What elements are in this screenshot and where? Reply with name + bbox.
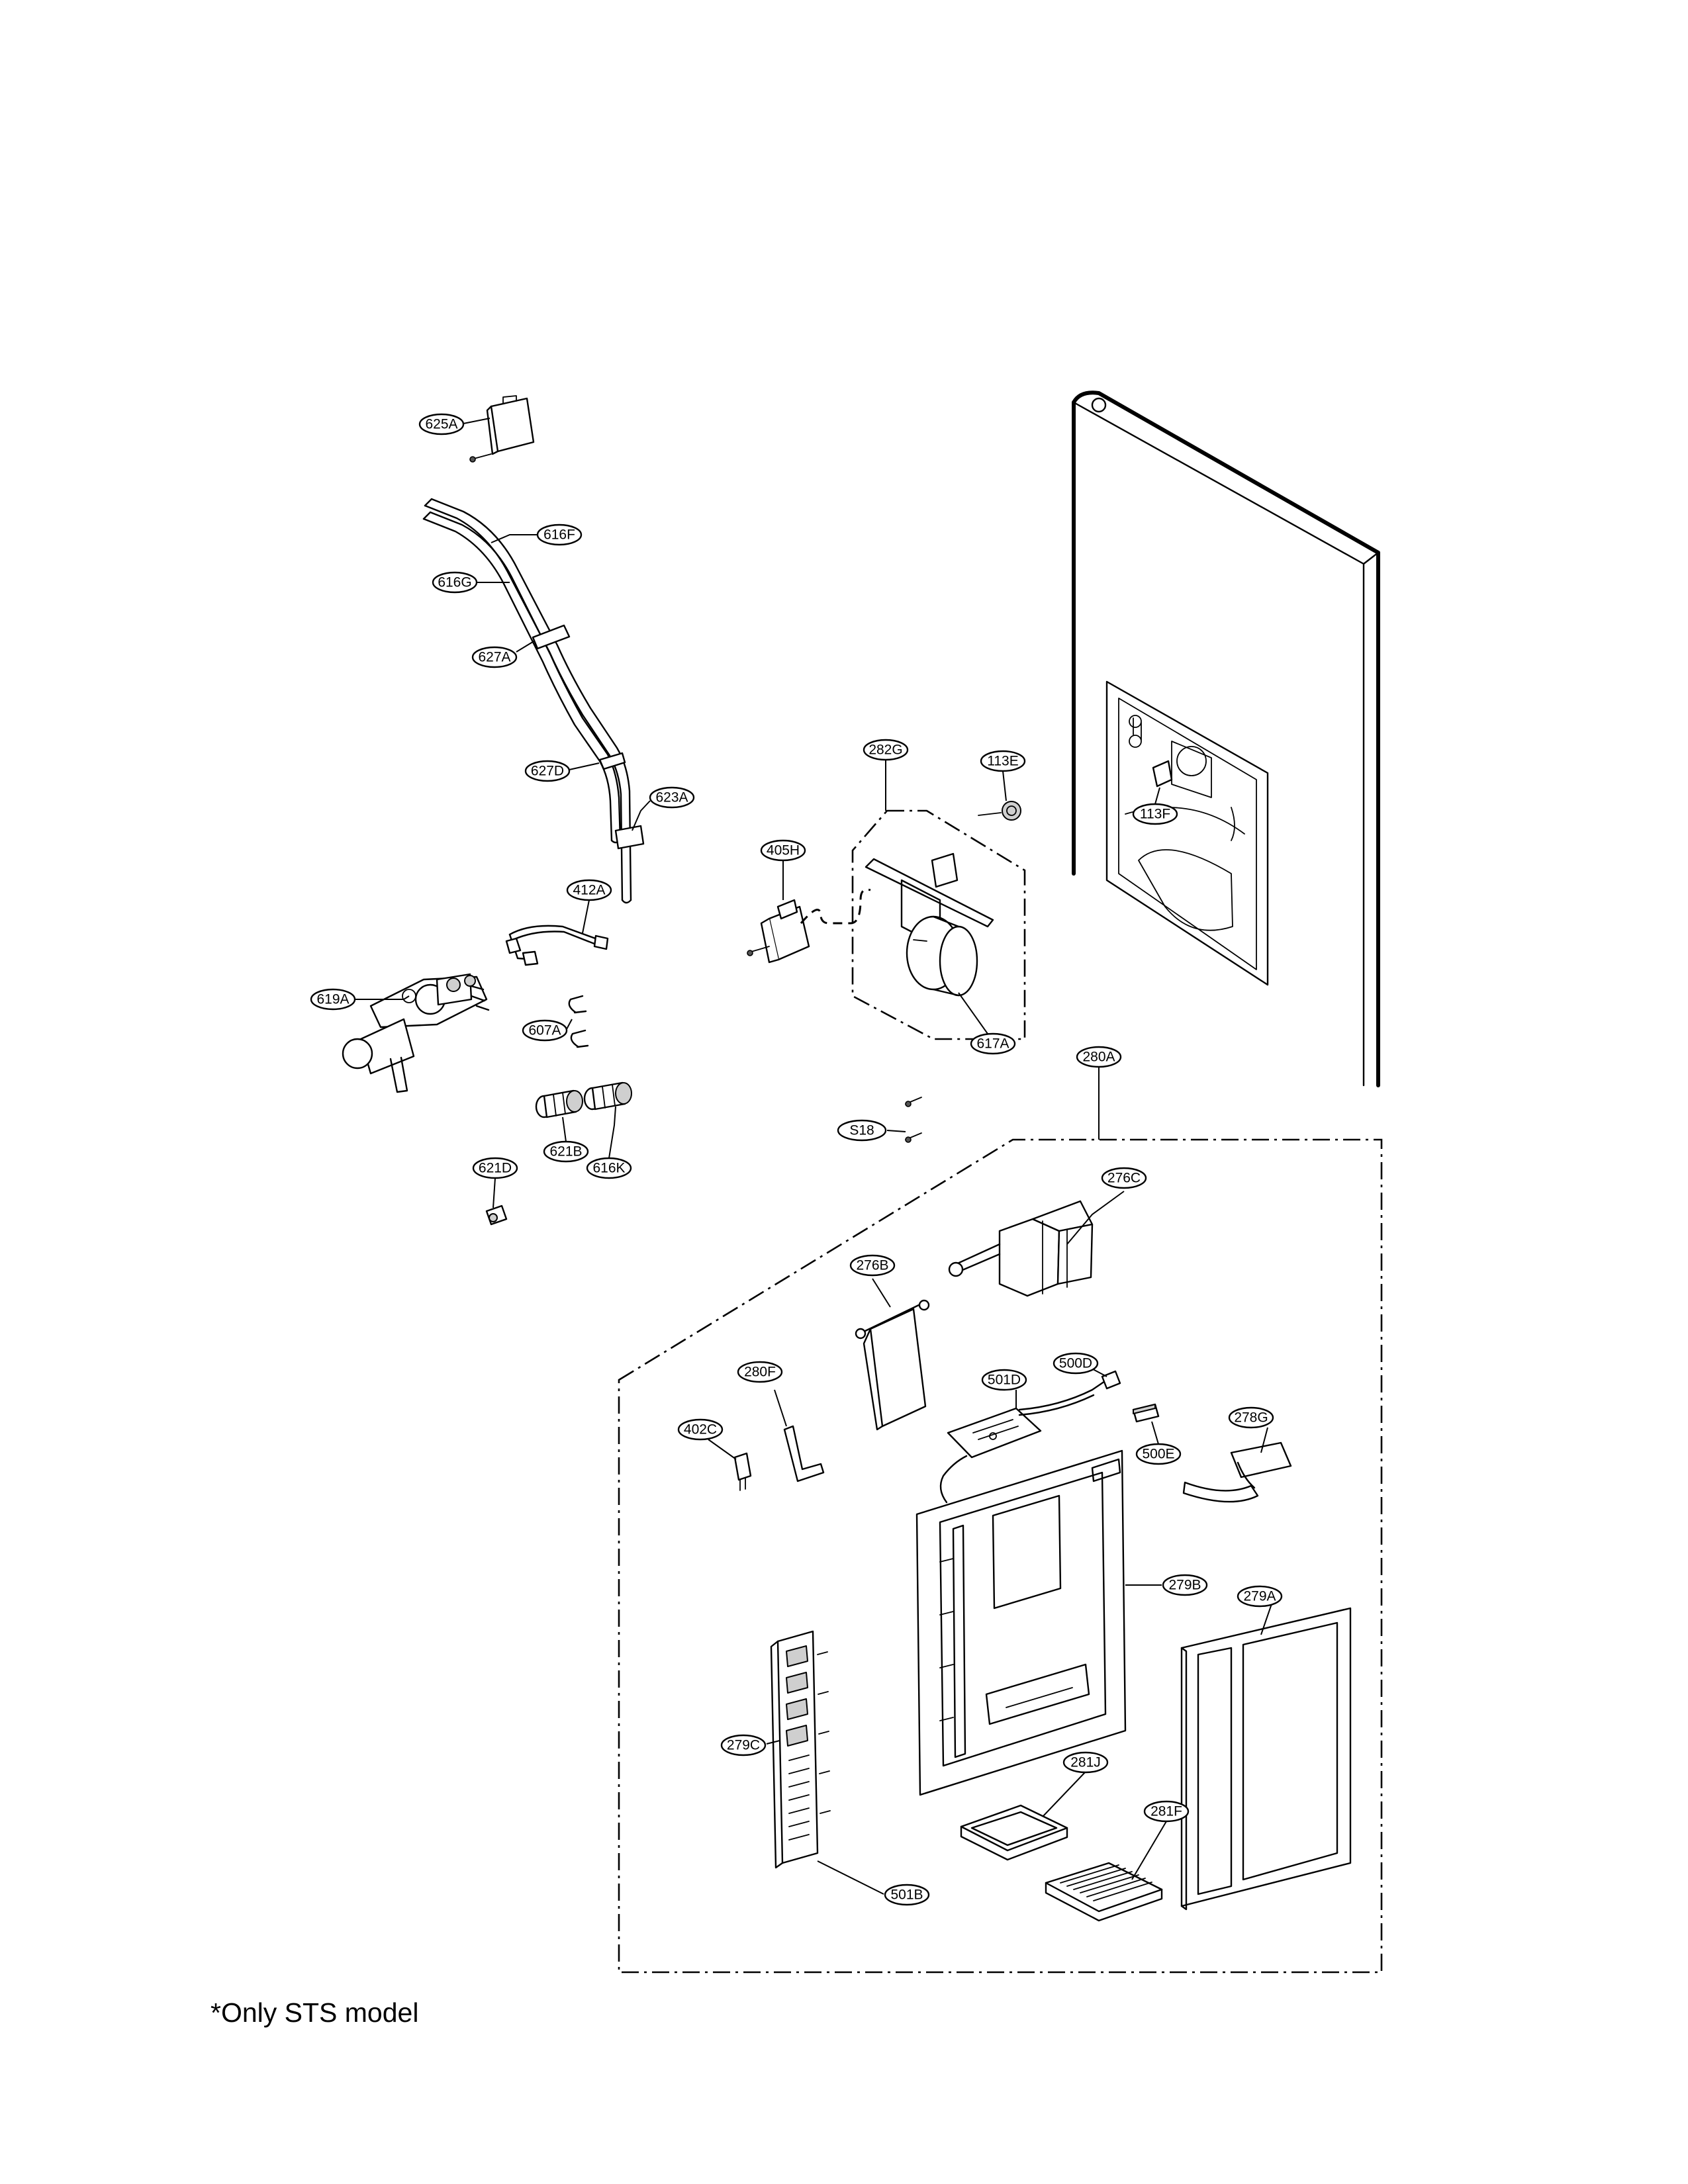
callout-501d: 501D bbox=[981, 1369, 1027, 1391]
part-279c-control-panel bbox=[770, 1630, 831, 1869]
footnote: *Only STS model bbox=[211, 1997, 419, 2028]
part-619a-water-valve bbox=[342, 973, 490, 1093]
callout-621b: 621B bbox=[543, 1140, 589, 1163]
callout-label: 607A bbox=[528, 1023, 561, 1038]
part-625a-cover bbox=[469, 395, 535, 463]
callout-label: 500D bbox=[1059, 1356, 1092, 1371]
callout-616k: 616K bbox=[586, 1157, 632, 1179]
part-281j-tray bbox=[960, 1804, 1068, 1861]
callout-500e: 500E bbox=[1135, 1443, 1182, 1465]
callout-label: 501B bbox=[890, 1888, 923, 1903]
part-113f bbox=[1152, 760, 1173, 788]
callout-621d: 621D bbox=[472, 1157, 518, 1179]
callout-616f: 616F bbox=[536, 523, 583, 546]
callout-label: 276C bbox=[1107, 1171, 1141, 1186]
callout-276b: 276B bbox=[849, 1254, 896, 1277]
callout-627d: 627D bbox=[524, 760, 571, 782]
part-607a-clips bbox=[568, 995, 589, 1048]
callout-label: 412A bbox=[573, 883, 605, 898]
callout-500d: 500D bbox=[1053, 1352, 1099, 1375]
part-278g-duct bbox=[1182, 1441, 1292, 1503]
callout-label: 501D bbox=[988, 1373, 1021, 1388]
callout-281f: 281F bbox=[1143, 1800, 1190, 1823]
callout-label: 281J bbox=[1070, 1755, 1101, 1770]
part-500e bbox=[1132, 1403, 1160, 1423]
part-501d-pcb bbox=[947, 1379, 1108, 1459]
callout-label: 280F bbox=[744, 1365, 776, 1380]
callout-label: 621D bbox=[479, 1161, 512, 1176]
callout-278g: 278G bbox=[1228, 1406, 1274, 1429]
callout-402c: 402C bbox=[677, 1418, 724, 1441]
callout-s18: S18 bbox=[837, 1119, 887, 1142]
part-621d-cap bbox=[485, 1205, 508, 1226]
callout-280a: 280A bbox=[1076, 1046, 1122, 1068]
callout-282g: 282G bbox=[863, 739, 909, 761]
callout-label: 619A bbox=[316, 992, 349, 1007]
callout-617a: 617A bbox=[970, 1032, 1016, 1055]
callout-label: 616F bbox=[543, 527, 575, 543]
part-282g-group bbox=[851, 809, 1026, 1040]
callout-label: 617A bbox=[976, 1036, 1009, 1052]
callout-405h: 405H bbox=[760, 839, 806, 862]
callout-label: 113F bbox=[1140, 807, 1170, 822]
callout-label: 616K bbox=[592, 1161, 625, 1176]
callout-label: 113E bbox=[987, 754, 1019, 769]
part-280f-lever bbox=[783, 1425, 825, 1482]
callout-label: 627D bbox=[531, 764, 564, 779]
water-tubes bbox=[422, 498, 645, 904]
callout-label: 616G bbox=[438, 575, 471, 590]
callout-113f: 113F bbox=[1132, 803, 1178, 825]
callout-625a: 625A bbox=[418, 413, 465, 435]
callout-279c: 279C bbox=[720, 1734, 767, 1756]
refrigerator-door bbox=[1072, 390, 1380, 1087]
part-412a-harness bbox=[505, 925, 609, 966]
callout-label: 278G bbox=[1234, 1410, 1268, 1426]
callout-279a: 279A bbox=[1237, 1585, 1283, 1608]
callout-280f: 280F bbox=[737, 1361, 783, 1383]
part-276b-flap bbox=[855, 1299, 930, 1431]
part-113e-spring bbox=[978, 801, 1021, 821]
part-279b-frame bbox=[915, 1449, 1127, 1796]
callout-label: 279C bbox=[727, 1738, 760, 1753]
part-281f-grille bbox=[1045, 1862, 1163, 1922]
callout-label: 405H bbox=[767, 843, 800, 858]
callout-619a: 619A bbox=[310, 988, 356, 1011]
callout-label: S18 bbox=[849, 1123, 874, 1138]
callout-label: 276B bbox=[856, 1258, 888, 1273]
callout-label: 627A bbox=[478, 650, 510, 665]
part-405h-solenoid bbox=[747, 888, 871, 964]
callout-113e: 113E bbox=[980, 750, 1026, 772]
callout-label: 282G bbox=[868, 743, 902, 758]
callout-label: 279B bbox=[1168, 1578, 1201, 1593]
part-621b-fitting bbox=[535, 1089, 583, 1118]
callout-616g: 616G bbox=[432, 571, 478, 594]
callout-281j: 281J bbox=[1062, 1751, 1109, 1774]
callout-607a: 607A bbox=[522, 1019, 568, 1042]
leader-lines bbox=[355, 418, 1275, 1895]
callout-label: 625A bbox=[425, 417, 457, 432]
callout-label: 402C bbox=[684, 1422, 717, 1437]
callout-label: 500E bbox=[1142, 1447, 1174, 1462]
callout-501b: 501B bbox=[884, 1884, 930, 1906]
part-279a-front-panel bbox=[1180, 1607, 1352, 1911]
part-s18-screws bbox=[905, 1097, 922, 1143]
callout-623a: 623A bbox=[649, 786, 695, 809]
callout-412a: 412A bbox=[566, 879, 612, 901]
callout-627a: 627A bbox=[471, 646, 518, 668]
callout-label: 621B bbox=[549, 1144, 582, 1160]
callout-label: 281F bbox=[1150, 1804, 1182, 1819]
part-500d-connector bbox=[1101, 1370, 1121, 1390]
callout-276c: 276C bbox=[1101, 1167, 1147, 1189]
part-276c-duct bbox=[948, 1200, 1094, 1297]
callout-label: 279A bbox=[1243, 1589, 1276, 1604]
part-402c-switch bbox=[733, 1452, 752, 1491]
callout-279b: 279B bbox=[1162, 1574, 1208, 1596]
part-616k-fitting bbox=[583, 1081, 632, 1111]
callout-label: 280A bbox=[1082, 1050, 1115, 1065]
callout-label: 623A bbox=[655, 790, 688, 805]
